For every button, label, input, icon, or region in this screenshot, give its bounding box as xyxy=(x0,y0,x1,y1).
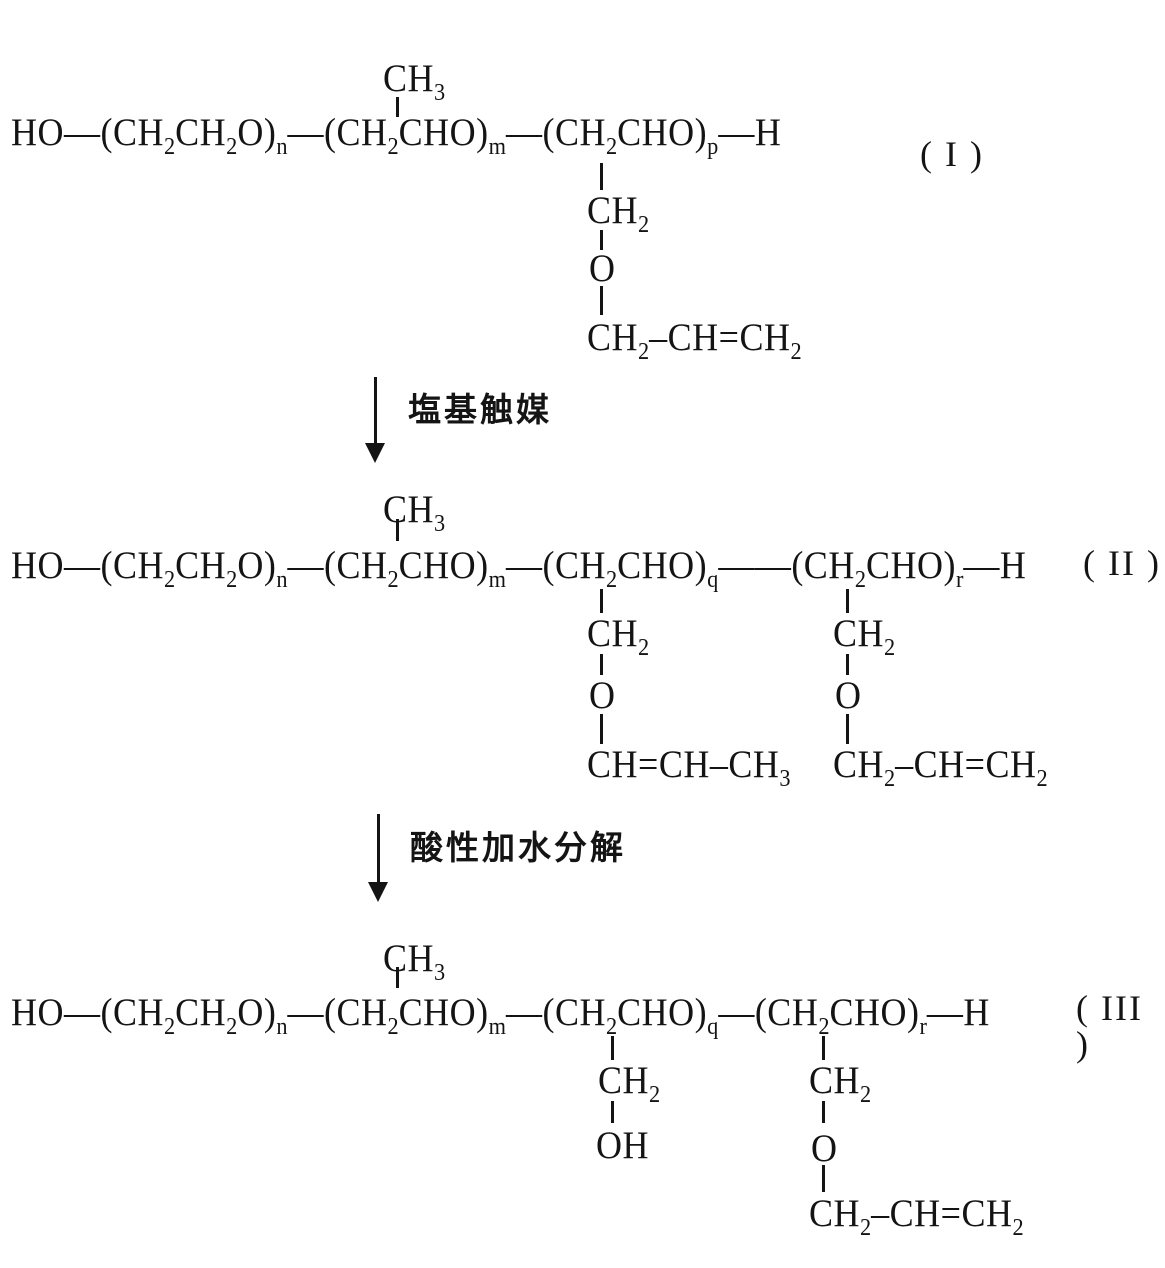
structure-II-r-allyl: CH2–CH=CH2 xyxy=(833,741,1048,792)
bond-III-r-2 xyxy=(822,1101,825,1123)
structure-III-q-oh: OH xyxy=(596,1122,649,1167)
structure-I-pendant-allyl: CH2–CH=CH2 xyxy=(587,314,802,365)
bond-III-q-1 xyxy=(611,1036,614,1060)
bond-III-q-2 xyxy=(611,1101,614,1123)
bond-II-r-2 xyxy=(846,654,849,675)
structure-III-methyl-group: CH3 xyxy=(383,935,446,986)
bond-II-q-3 xyxy=(600,714,603,744)
structure-II-r-ch2: CH2 xyxy=(833,610,896,661)
bond-I-pendant-2 xyxy=(600,230,603,250)
structure-II-r-o: O xyxy=(835,672,862,717)
structure-III-main-chain: HO—(CH2CH2O)n—(CH2CHO)m—(CH2CHO)q—(CH2CH… xyxy=(11,989,990,1040)
structure-III-q-ch2: CH2 xyxy=(598,1057,661,1108)
bond-I-pendant-3 xyxy=(600,286,603,315)
structure-I-main-chain: HO—(CH2CH2O)n—(CH2CHO)m—(CH2CHO)p—H xyxy=(11,109,782,160)
bond-methyl-I xyxy=(396,97,399,117)
bond-III-r-3 xyxy=(822,1165,825,1192)
bond-methyl-II xyxy=(396,519,399,541)
structure-III-r-ch2: CH2 xyxy=(809,1057,872,1108)
down-arrow-head-icon xyxy=(368,882,388,902)
down-arrow-head-icon xyxy=(365,443,385,463)
reaction-condition-base-catalyst: 塩基触媒 xyxy=(408,391,552,428)
bond-II-q-1 xyxy=(600,589,603,613)
bond-II-r-3 xyxy=(846,714,849,744)
down-arrow-icon xyxy=(374,377,377,445)
structure-I-pendant-o: O xyxy=(589,245,616,290)
structure-II-q-o: O xyxy=(589,672,616,717)
structure-III-r-allyl: CH2–CH=CH2 xyxy=(809,1190,1024,1241)
structure-II-q-propenyl: CH=CH–CH3 xyxy=(587,741,791,792)
structure-III-r-o: O xyxy=(811,1125,838,1170)
structure-I-methyl-group: CH3 xyxy=(383,55,446,106)
structure-I-numeral: ( I ) xyxy=(920,134,984,174)
bond-methyl-III xyxy=(396,967,399,988)
structure-III-numeral: ( III ) xyxy=(1076,988,1143,1064)
bond-II-r-1 xyxy=(846,589,849,613)
bond-II-q-2 xyxy=(600,654,603,675)
structure-II-main-chain: HO—(CH2CH2O)n—(CH2CHO)m—(CH2CHO)q——(CH2C… xyxy=(11,542,1027,593)
bond-I-pendant-1 xyxy=(600,163,603,190)
bond-III-r-1 xyxy=(822,1036,825,1060)
reaction-condition-acid-hydrolysis: 酸性加水分解 xyxy=(410,829,626,866)
structure-II-q-ch2: CH2 xyxy=(587,610,650,661)
structure-II-methyl-group: CH3 xyxy=(383,486,446,537)
structure-I-pendant-ch2: CH2 xyxy=(587,187,650,238)
structure-II-numeral: ( II ) xyxy=(1083,543,1161,583)
down-arrow-icon xyxy=(377,814,380,884)
